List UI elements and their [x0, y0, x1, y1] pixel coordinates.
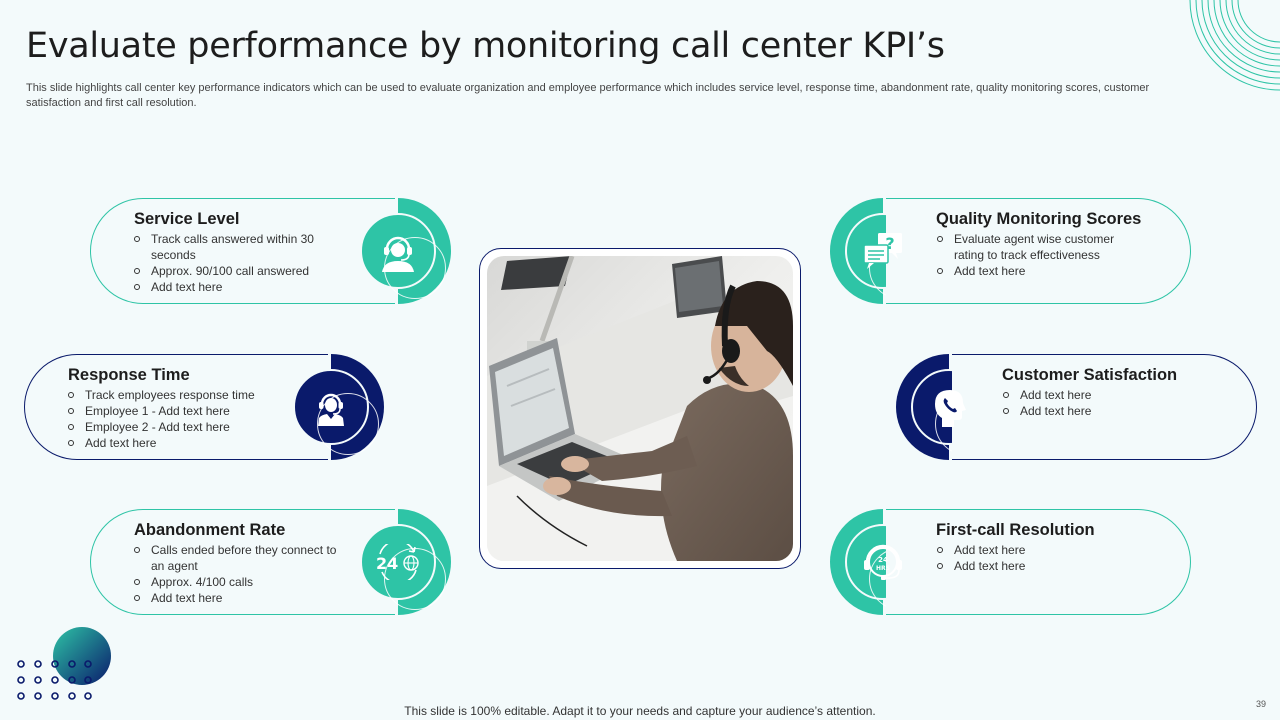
- kpi-bullet: Add text here: [1002, 387, 1207, 403]
- kpi-bullet: Add text here: [936, 263, 1141, 279]
- kpi-card-service-level: Service Level Track calls answered withi…: [90, 198, 395, 304]
- kpi-bullet: Add text here: [133, 590, 345, 606]
- kpi-bullet: Approx. 90/100 call answered: [133, 263, 338, 279]
- page-number: 39: [1255, 699, 1266, 709]
- kpi-card-abandonment-rate: Abandonment Rate Calls ended before they…: [90, 509, 395, 615]
- kpi-bullet: Employee 1 - Add text here: [67, 403, 287, 419]
- 24-icon-text: 24: [376, 554, 398, 573]
- kpi-heading: Service Level: [134, 210, 240, 228]
- kpi-bullet-list: Track calls answered within 30 seconds A…: [133, 231, 338, 295]
- kpi-badge-response-time: [278, 354, 384, 460]
- hrs-icon-text: HRS: [876, 565, 890, 572]
- kpi-badge-service-level: [345, 198, 451, 304]
- kpi-bullet: Add text here: [67, 435, 287, 451]
- kpi-heading: Quality Monitoring Scores: [936, 210, 1142, 228]
- kpi-bullet: Add text here: [936, 558, 1141, 574]
- kpi-bullet: Add text here: [936, 542, 1141, 558]
- kpi-card-first-call-resolution: First-call Resolution Add text here Add …: [886, 509, 1191, 615]
- kpi-bullet: Approx. 4/100 calls: [133, 574, 345, 590]
- page-subtitle: This slide highlights call center key pe…: [26, 82, 1150, 109]
- kpi-bullet: Evaluate agent wise customer rating to t…: [936, 231, 1141, 263]
- kpi-card-response-time: Response Time Track employees response t…: [24, 354, 328, 460]
- kpi-badge-abandonment-rate: 24: [345, 509, 451, 615]
- 24-globe-icon: 24: [376, 544, 419, 580]
- page-title: Evaluate performance by monitoring call …: [26, 26, 945, 66]
- kpi-bullet: Calls ended before they connect to an ag…: [133, 542, 345, 574]
- question-chat-icon: ?: [863, 233, 902, 269]
- kpi-heading: Response Time: [68, 366, 190, 384]
- kpi-heading: Abandonment Rate: [134, 521, 286, 539]
- 24-icon-text: 24: [878, 556, 888, 564]
- kpi-heading: Customer Satisfaction: [1002, 366, 1178, 384]
- kpi-card-customer-satisfaction: Customer Satisfaction Add text here Add …: [952, 354, 1257, 460]
- dots-circle-decoration: [17, 627, 111, 700]
- kpi-bullet-list: Add text here Add text here: [1002, 387, 1207, 419]
- kpi-heading: First-call Resolution: [936, 521, 1095, 539]
- svg-text:?: ?: [885, 234, 894, 253]
- kpi-bullet-list: Calls ended before they connect to an ag…: [133, 542, 345, 606]
- kpi-bullet-list: Add text here Add text here: [936, 542, 1141, 574]
- kpi-bullet: Track calls answered within 30 seconds: [133, 231, 338, 263]
- concentric-rings-decoration: [1189, 0, 1280, 91]
- 24hrs-headset-icon: 24 HRS: [864, 544, 902, 580]
- kpi-card-quality-monitoring: Quality Monitoring Scores Evaluate agent…: [886, 198, 1191, 304]
- call-center-agent-photo: [487, 256, 793, 561]
- agent-headset-icon: [318, 393, 344, 426]
- kpi-bullet: Add text here: [1002, 403, 1207, 419]
- head-phone-icon: [935, 390, 966, 427]
- kpi-bullet: Track employees response time: [67, 387, 287, 403]
- kpi-bullet-list: Evaluate agent wise customer rating to t…: [936, 231, 1141, 279]
- kpi-bullet: Add text here: [133, 279, 338, 295]
- kpi-bullet-list: Track employees response time Employee 1…: [67, 387, 287, 451]
- kpi-bullet: Employee 2 - Add text here: [67, 419, 287, 435]
- photo-frame: [479, 248, 801, 569]
- footer-note: This slide is 100% editable. Adapt it to…: [404, 704, 876, 718]
- headset-agent-icon: [382, 236, 414, 272]
